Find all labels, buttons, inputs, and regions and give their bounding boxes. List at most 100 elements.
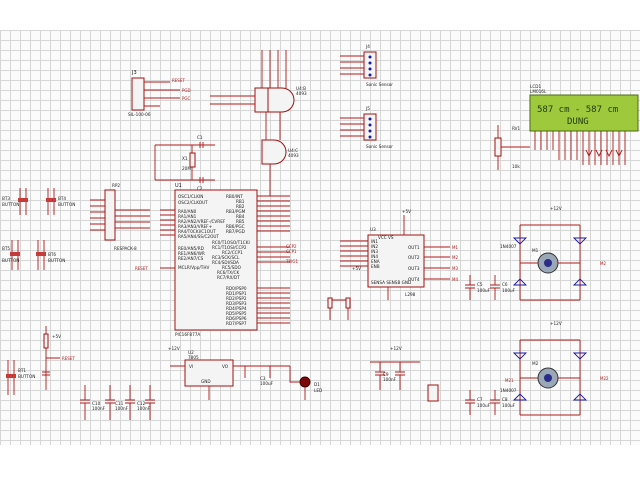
svg-text:GND: GND <box>201 379 211 384</box>
svg-text:RA4/T0CKI/C1OUT: RA4/T0CKI/C1OUT <box>178 229 216 234</box>
crystal-value: 20M <box>182 166 191 171</box>
motor-caps[interactable]: C5 100uF C6 100uF C7 100uF C8 100uF <box>465 275 516 415</box>
sensor-j4[interactable]: J4 Sonic Sensor <box>340 44 393 87</box>
svg-text:RD3/PSP3: RD3/PSP3 <box>226 301 247 306</box>
mcu-model: PIC16F877A <box>175 332 200 337</box>
svg-text:C11: C11 <box>115 401 124 406</box>
j3-net-pgd: PGD <box>182 88 191 93</box>
svg-text:RD2/PSP2: RD2/PSP2 <box>226 296 247 301</box>
svg-text:BT1: BT1 <box>18 368 26 373</box>
svg-text:ENA: ENA <box>371 259 380 264</box>
net-trig: TRIG1 <box>285 259 299 264</box>
motor-m2-label: M2 <box>532 361 539 366</box>
mcu-ref: U1 <box>175 183 182 189</box>
svg-text:RE2/AN7/CS: RE2/AN7/CS <box>178 256 204 261</box>
reset-network[interactable]: +5V RESET <box>42 326 75 390</box>
svg-text:BT4: BT4 <box>58 196 66 201</box>
lcd-line-2: DUNG <box>567 117 589 127</box>
lcd-module[interactable]: LCD1 LM016L 587 cm - 587 cm DUNG <box>529 84 639 165</box>
svg-text:VO: VO <box>222 364 229 369</box>
j3-ref: J3 <box>131 70 137 76</box>
svg-text:M1: M1 <box>452 245 458 250</box>
svg-text:C5: C5 <box>477 282 483 287</box>
power-caps-middle[interactable]: +12V C9 100nF <box>370 346 439 402</box>
svg-text:RC4/SDI/SDA: RC4/SDI/SDA <box>212 260 239 265</box>
svg-text:IN1: IN1 <box>371 239 378 244</box>
button-bt1[interactable]: BT1 BUTTON <box>6 360 35 395</box>
lcd-ref: LCD1 <box>530 84 541 89</box>
svg-text:RC7/RX/DT: RC7/RX/DT <box>217 275 240 280</box>
svg-text:100uF: 100uF <box>502 403 516 408</box>
motor-bridge-m1[interactable]: M1 1N4007 +12V M2 <box>500 206 606 301</box>
svg-text:+12V: +12V <box>550 206 562 211</box>
lcd-model: LM016L <box>530 89 547 94</box>
svg-text:OUT4: OUT4 <box>408 277 420 282</box>
svg-text:100nF: 100nF <box>137 406 151 411</box>
led-ref: D1 <box>314 382 320 387</box>
svg-text:RC0/T1OSO/T1CKI: RC0/T1OSO/T1CKI <box>212 240 250 245</box>
svg-text:+5V: +5V <box>352 266 361 271</box>
led-d1[interactable]: D1 LED <box>289 376 322 400</box>
rp2-ref: RP2 <box>112 183 120 188</box>
svg-text:SENSA SENSB GND: SENSA SENSB GND <box>371 280 411 285</box>
svg-text:BT5: BT5 <box>2 246 10 251</box>
svg-text:RD0/PSP0: RD0/PSP0 <box>226 286 247 291</box>
decoupling-caps[interactable]: C10 100nF C11 100nF C12 100nF <box>80 385 155 420</box>
svg-text:ENB: ENB <box>371 264 380 269</box>
svg-text:RB7/PGD: RB7/PGD <box>226 229 245 234</box>
svg-text:RC3/SCK/SCL: RC3/SCK/SCL <box>212 255 240 260</box>
crystal-x1[interactable]: X1 20M C1 C2 <box>154 135 215 191</box>
connector-j3[interactable]: J3 SIL-100-06 RESET PGD PGC <box>128 70 191 117</box>
button-bt3[interactable]: BT3 BUTTON <box>2 188 28 215</box>
svg-text:RE1/AN6/WR: RE1/AN6/WR <box>178 251 205 256</box>
svg-text:RA3/AN3/VREF+: RA3/AN3/VREF+ <box>178 224 213 229</box>
motor-m1-label: M1 <box>532 248 539 253</box>
svg-text:RD5/PSP5: RD5/PSP5 <box>226 311 247 316</box>
net-ccp1: CCP1 <box>286 249 297 254</box>
svg-text:VI: VI <box>189 364 193 369</box>
reg-ref: U2 <box>188 350 194 355</box>
sensor-j5-ref: J5 <box>365 106 370 111</box>
svg-text:RA1/AN1: RA1/AN1 <box>178 214 197 219</box>
regulator-7805[interactable]: U2 7805 VI VO GND +12V C3 100uF <box>168 346 291 400</box>
svg-text:+12V: +12V <box>168 346 180 351</box>
svg-text:100uF: 100uF <box>502 288 516 293</box>
motor-bridge-m2[interactable]: M2 1N4007 +12V M21 M22 <box>500 321 609 416</box>
resistor-pack-rp2[interactable]: RP2 RESPACK-8 <box>90 183 150 251</box>
button-bt5[interactable]: BT5 BUTTON <box>2 240 20 270</box>
crystal-ref: X1 <box>182 156 188 161</box>
net-reset-left: RESET <box>62 356 75 361</box>
sensor-j5-label: Sonic Sensor <box>366 144 393 149</box>
gate-u4c[interactable]: U4:C 4093 <box>261 112 299 185</box>
svg-text:OSC2/CLKOUT: OSC2/CLKOUT <box>178 200 208 205</box>
net-reset-mcu: RESET <box>135 266 148 271</box>
svg-text:RB2: RB2 <box>236 204 245 209</box>
svg-text:+12V: +12V <box>390 346 402 351</box>
svg-text:BUTTON: BUTTON <box>18 374 35 379</box>
rp2-model: RESPACK-8 <box>114 246 137 251</box>
button-bt4[interactable]: BT4 BUTTON <box>46 188 75 215</box>
svg-text:100nF: 100nF <box>383 377 397 382</box>
gate-u4b[interactable]: U4:B 4093 <box>210 50 307 113</box>
potentiometer-rv1[interactable]: RV1 10k <box>494 125 530 170</box>
sense-resistors[interactable]: +5V <box>327 266 361 320</box>
driver-l298[interactable]: +5V U3 L298 IN1 IN2 IN3 IN4 ENA ENB OUT1… <box>340 209 450 300</box>
svg-text:VCC VS: VCC VS <box>378 235 394 240</box>
svg-text:BUTTON: BUTTON <box>48 258 65 263</box>
mcu-pic16f877a[interactable]: U1 PIC16F877A OSC1/CLKIN OSC2/CLKOUT RA0… <box>160 183 290 337</box>
svg-text:OUT1: OUT1 <box>408 245 420 250</box>
cap-c1: C1 <box>197 135 203 140</box>
svg-text:+12V: +12V <box>550 321 562 326</box>
svg-text:C7: C7 <box>477 397 483 402</box>
svg-text:100nF: 100nF <box>92 406 106 411</box>
svg-text:100uF: 100uF <box>260 381 274 386</box>
sensor-j5[interactable]: J5 Sonic Sensor <box>340 106 393 149</box>
svg-text:RB5: RB5 <box>236 219 245 224</box>
svg-text:M4: M4 <box>452 277 458 282</box>
svg-text:RB3/PGM: RB3/PGM <box>226 209 246 214</box>
button-bt6[interactable]: BT6 BUTTON <box>36 240 65 270</box>
svg-text:OSC1/CLKIN: OSC1/CLKIN <box>178 194 203 199</box>
svg-text:BT6: BT6 <box>48 252 56 257</box>
